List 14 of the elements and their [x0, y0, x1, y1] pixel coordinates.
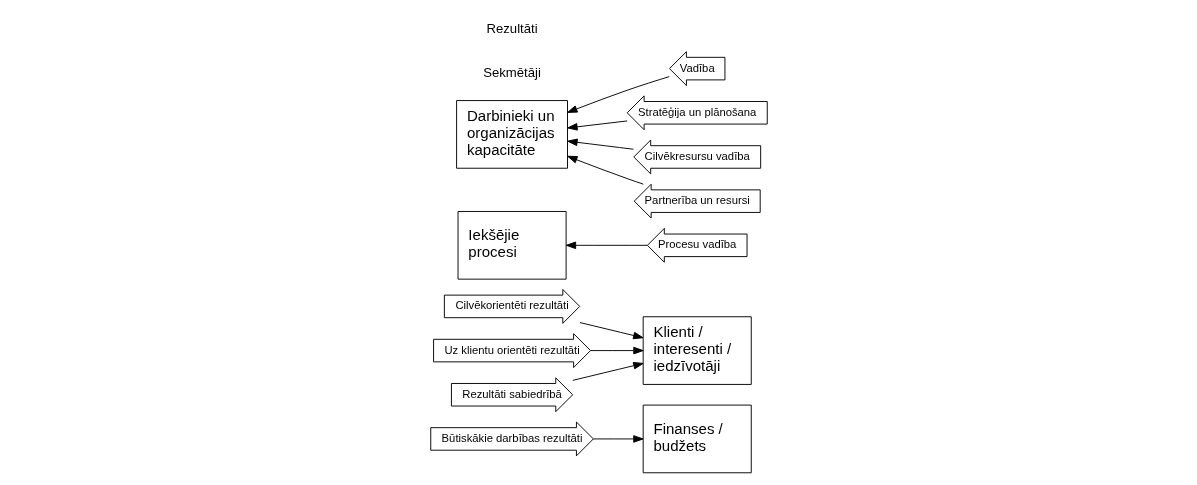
arrow [565, 241, 648, 250]
arrow [589, 346, 644, 355]
arrow [566, 120, 628, 131]
node-box: Finanses / budžets [642, 404, 752, 474]
arrow [579, 322, 643, 340]
label: Sekmētāji [482, 64, 541, 80]
node-box: Klienti / interesenti / iedzīvotāji [642, 316, 752, 385]
arrow [566, 138, 634, 150]
label: Rezultāti [485, 20, 538, 36]
arrow [566, 76, 670, 113]
arrow [592, 435, 644, 443]
node-box: Iekšējie procesi [457, 211, 567, 280]
arrow [571, 361, 644, 381]
node-box: Darbinieki un organizācijas kapacitāte [455, 100, 568, 169]
